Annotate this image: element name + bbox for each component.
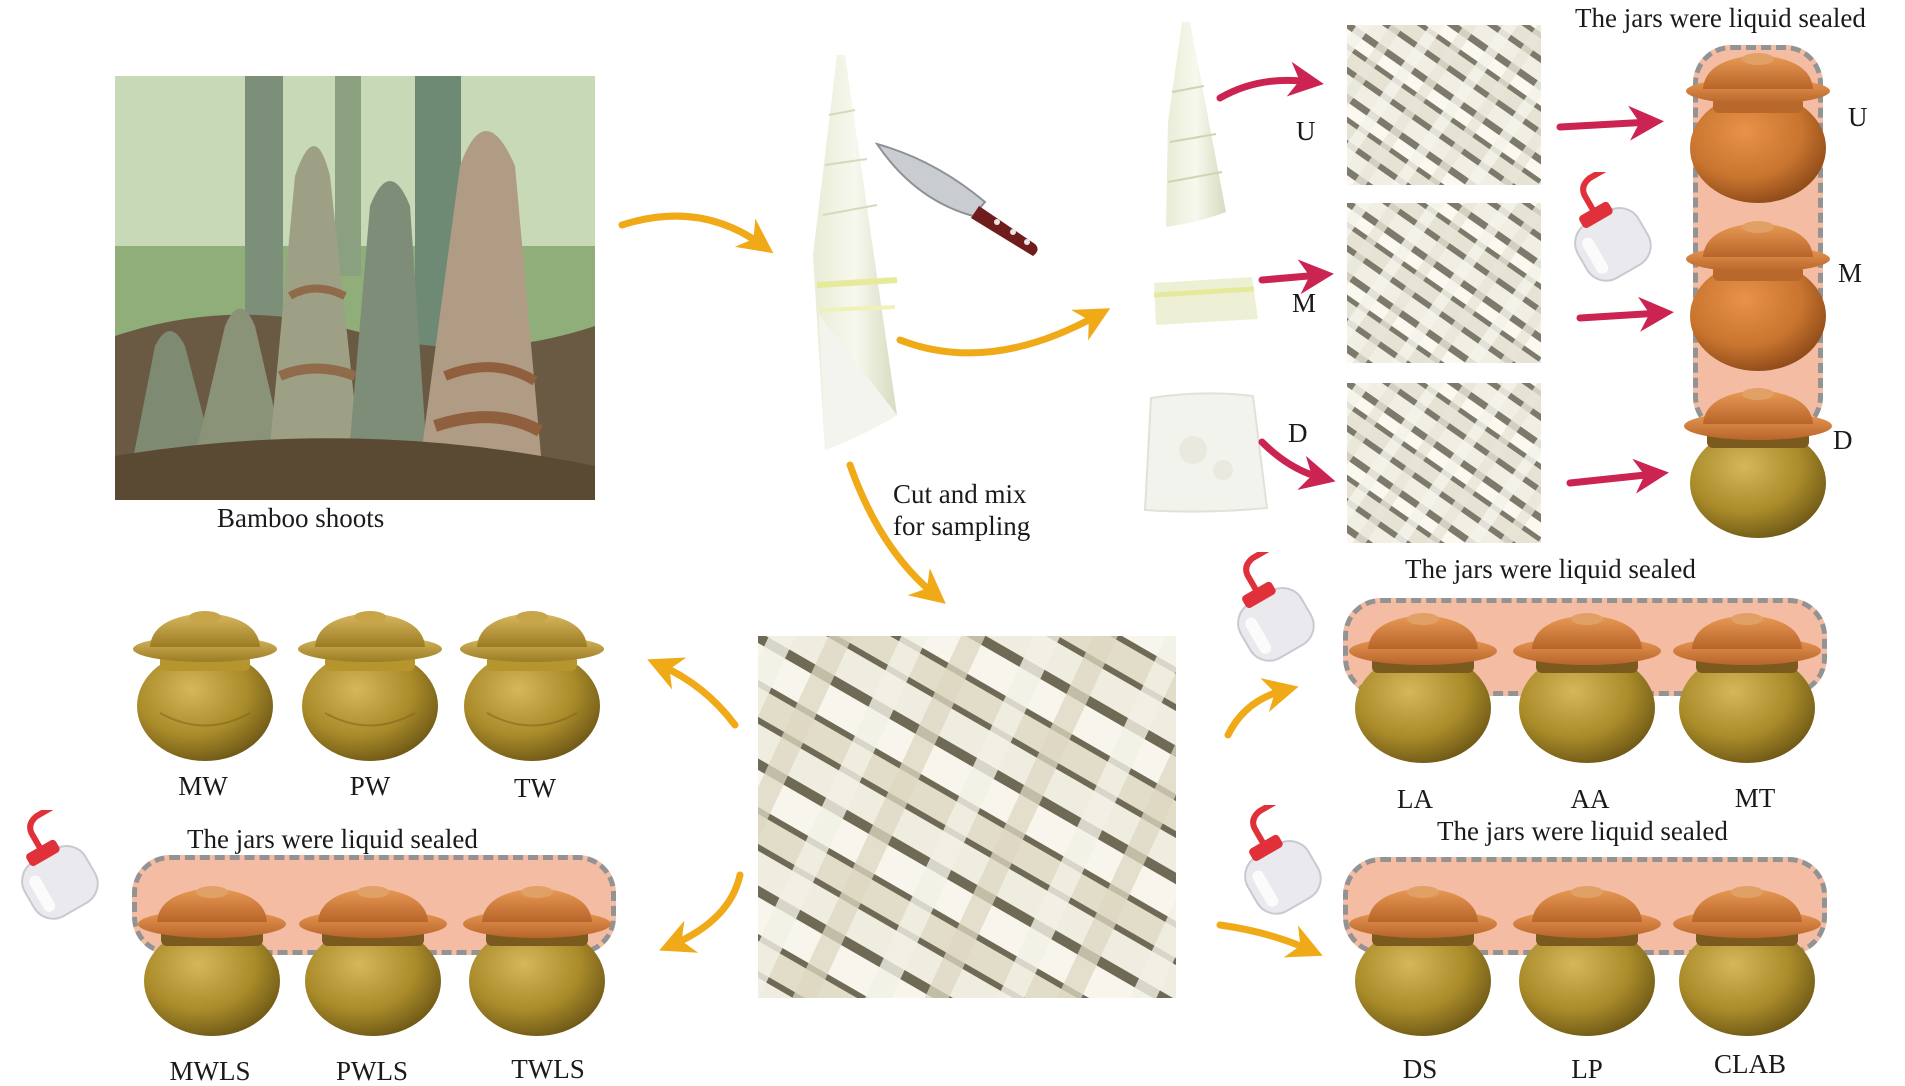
part-d-label: D xyxy=(1288,418,1308,448)
group-mwls-label: MWLS xyxy=(169,1056,251,1086)
middle-strips-photo xyxy=(1347,203,1541,363)
jar-aa-icon xyxy=(1512,605,1662,765)
group-pw-label: PW xyxy=(349,771,391,801)
jar-m-label: M xyxy=(1838,258,1863,288)
arrow-mix-to-ferment-b xyxy=(1216,921,1323,958)
part-m-label: M xyxy=(1292,288,1317,318)
group-tw-label: TW xyxy=(514,773,556,803)
arrow-u-to-strips xyxy=(1216,61,1324,102)
part-u-label: U xyxy=(1296,116,1316,146)
jar-pw-icon xyxy=(295,603,445,763)
sealed-title-right-a: The jars were liquid sealed xyxy=(1405,554,1696,584)
arrow-photo-to-shoot xyxy=(618,212,774,254)
jar-la-icon xyxy=(1348,605,1498,765)
jar-u-label: U xyxy=(1848,102,1868,132)
group-lp-label: LP xyxy=(1571,1054,1603,1084)
jar-tw-icon xyxy=(457,603,607,763)
group-mw-label: MW xyxy=(178,771,228,801)
arrow-m-strips-to-jar xyxy=(1576,296,1674,332)
bamboo-shoots-photo xyxy=(115,76,595,500)
jar-clab-icon xyxy=(1672,878,1822,1038)
sealed-title-vertical: The jars were liquid sealed xyxy=(1575,3,1866,33)
group-mt-label: MT xyxy=(1734,783,1776,813)
jar-lp-icon xyxy=(1512,878,1662,1038)
group-clab-label: CLAB xyxy=(1713,1049,1787,1079)
jar-mwls-icon xyxy=(137,878,287,1038)
arrow-mix-to-ferment-a xyxy=(1224,678,1299,739)
arrow-mix-to-water xyxy=(647,657,739,729)
jar-mt-icon xyxy=(1672,605,1822,765)
jar-pwls-icon xyxy=(298,878,448,1038)
mixed-strips-photo xyxy=(758,636,1176,998)
right-wash-bottle-b-icon xyxy=(1225,805,1355,920)
upper-strips-photo xyxy=(1347,25,1541,185)
jar-ds-icon xyxy=(1348,878,1498,1038)
jar-d-label: D xyxy=(1833,425,1853,455)
wash-bottle-icon xyxy=(1555,172,1685,287)
group-twls-label: TWLS xyxy=(511,1054,585,1084)
down-section-image xyxy=(1143,390,1269,515)
right-wash-bottle-a-icon xyxy=(1218,552,1348,667)
jar-u-icon xyxy=(1683,45,1833,205)
jar-d-icon xyxy=(1683,380,1833,540)
left-wash-bottle-icon xyxy=(2,810,132,925)
arrow-m-to-strips xyxy=(1258,259,1334,295)
middle-section-image xyxy=(1150,275,1260,325)
arrow-shoot-to-sections xyxy=(896,308,1111,357)
bamboo-shoots-label: Bamboo shoots xyxy=(217,503,385,533)
group-aa-label: AA xyxy=(1570,784,1610,814)
group-la-label: LA xyxy=(1397,784,1433,814)
arrow-mix-to-water-sealed xyxy=(659,871,744,953)
sealed-title-right-b: The jars were liquid sealed xyxy=(1437,816,1728,846)
jar-twls-icon xyxy=(462,878,612,1038)
jar-mw-icon xyxy=(130,603,280,763)
jar-m-icon xyxy=(1683,213,1833,373)
cut-line-1: Cut and mix xyxy=(893,479,1027,509)
group-ds-label: DS xyxy=(1402,1054,1438,1084)
arrow-u-strips-to-jar xyxy=(1556,105,1664,141)
group-pwls-label: PWLS xyxy=(335,1056,409,1086)
arrow-d-strips-to-jar xyxy=(1566,458,1669,494)
cut-and-mix-label: Cut and mix for sampling xyxy=(893,478,1030,543)
cut-line-2: for sampling xyxy=(893,511,1031,542)
knife-icon xyxy=(874,140,1045,260)
down-strips-photo xyxy=(1347,383,1541,543)
upper-section-image xyxy=(1160,22,1230,227)
sealed-title-left: The jars were liquid sealed xyxy=(187,824,478,854)
peeled-shoot-image xyxy=(805,55,905,455)
